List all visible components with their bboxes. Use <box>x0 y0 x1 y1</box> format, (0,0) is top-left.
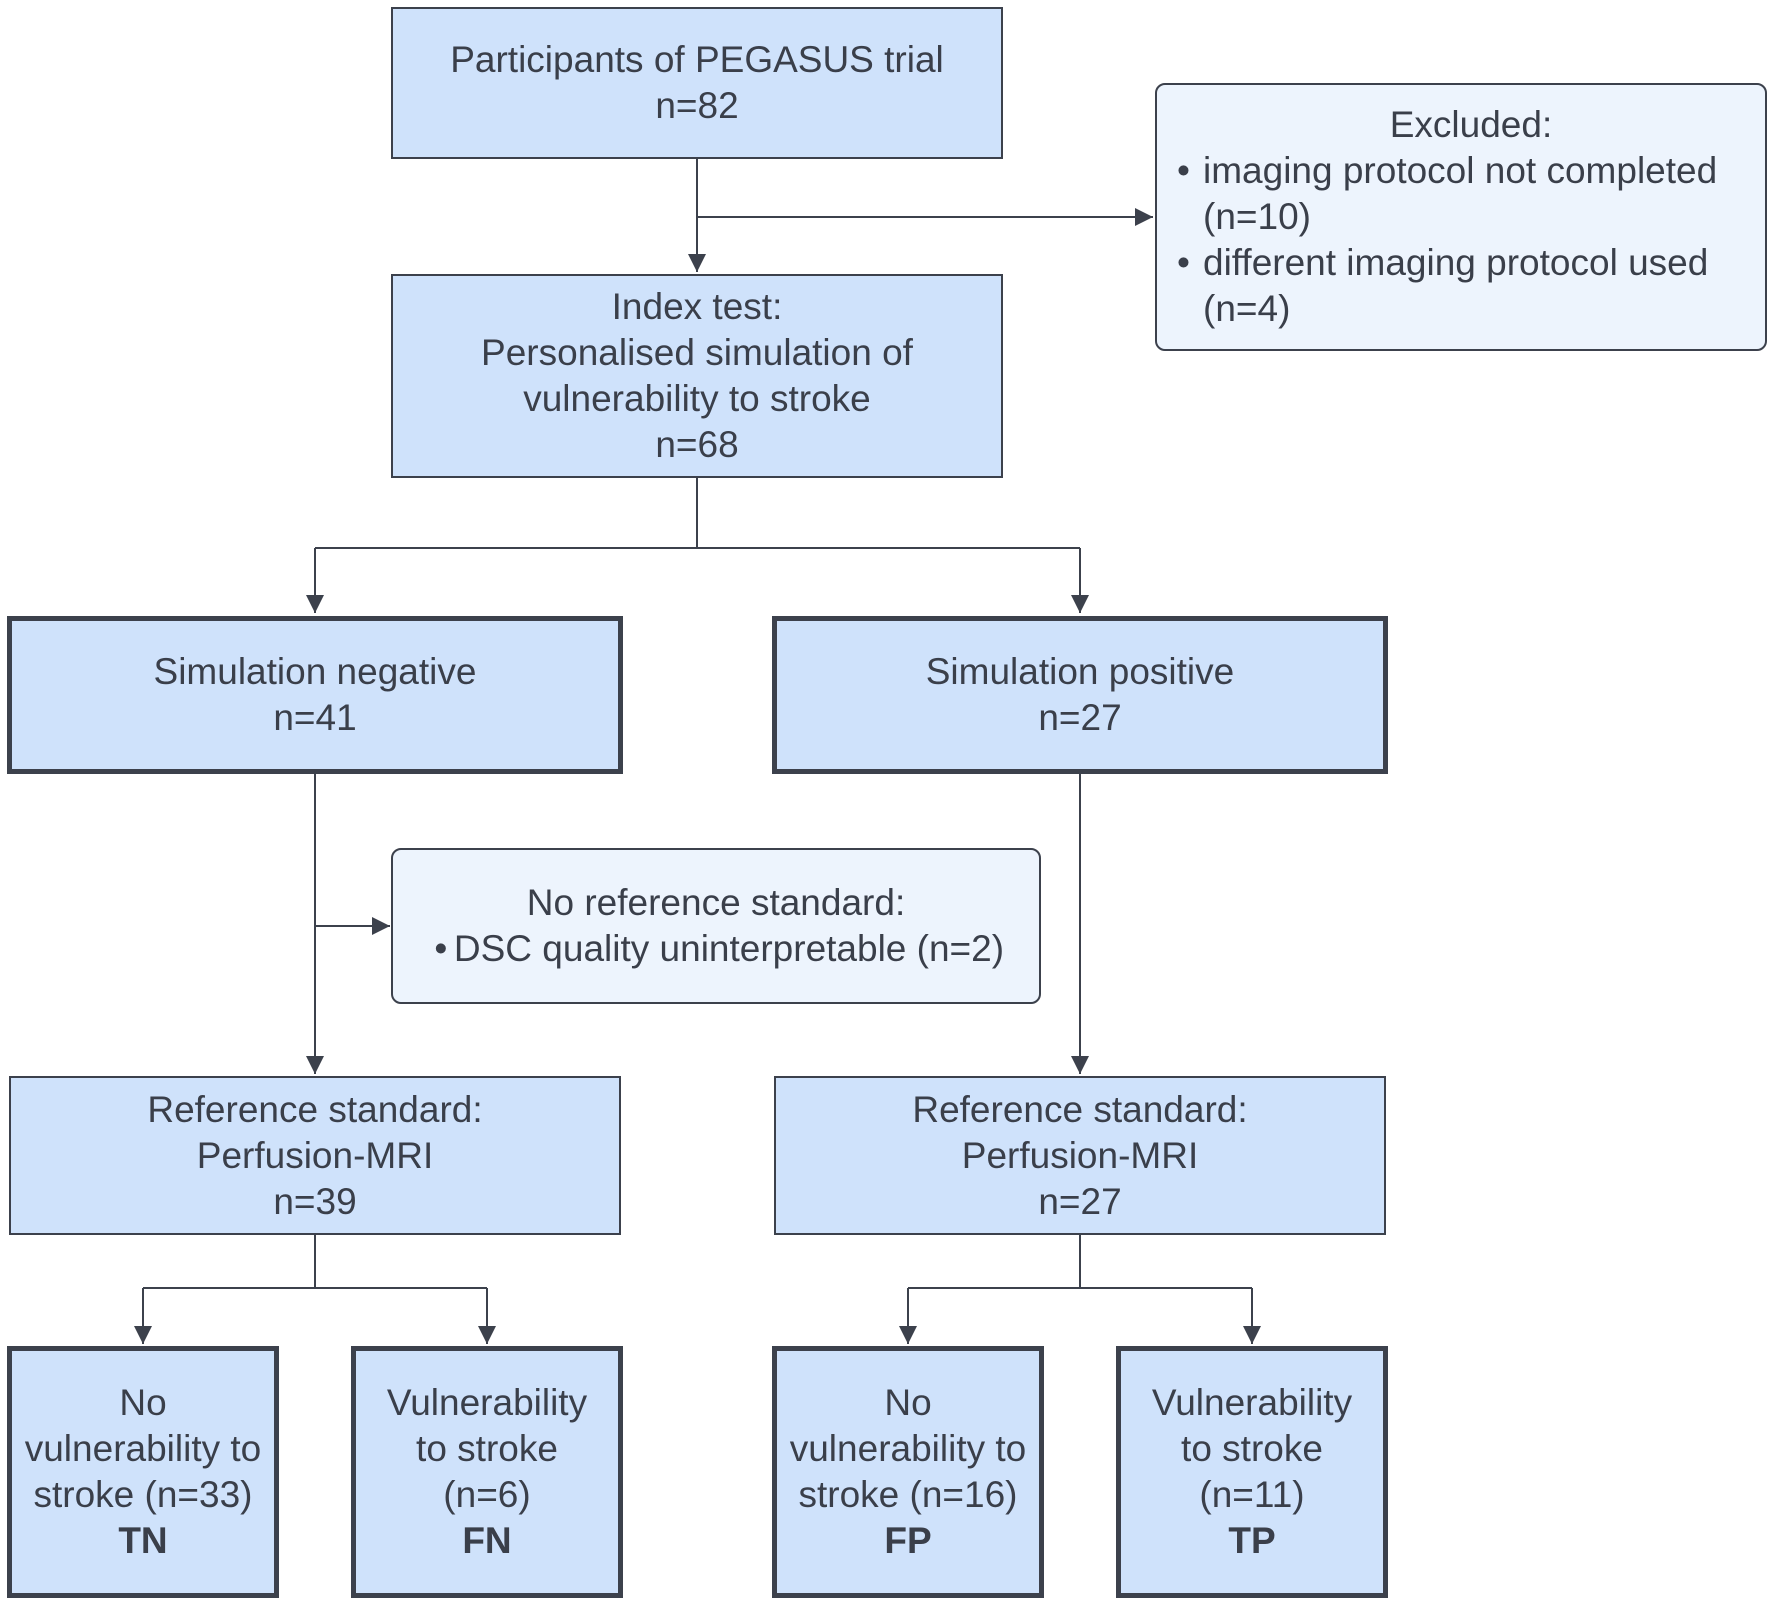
outcome-fn-box: Vulnerability to stroke (n=6) FN <box>351 1346 623 1598</box>
excluded-box: Excluded: • imaging protocol not complet… <box>1155 83 1767 351</box>
sim-positive-box: Simulation positive n=27 <box>772 616 1388 774</box>
split-index-test <box>315 478 698 549</box>
excluded-item: • different imaging protocol used (n=4) <box>1177 240 1708 332</box>
ref-right-method: Perfusion-MRI <box>961 1134 1199 1176</box>
index-test-box: Index test: Personalised simulation of v… <box>391 274 1003 478</box>
outcome-code-tn: TN <box>118 1520 168 1561</box>
excluded-title: Excluded: <box>1389 104 1553 145</box>
outcome-tp-box: Vulnerability to stroke (n=11) TP <box>1116 1346 1388 1598</box>
excluded-item: • imaging protocol not completed (n=10) <box>1177 148 1717 240</box>
no-reference-title: No reference standard: <box>526 882 906 923</box>
sim-positive-count: n=27 <box>1038 697 1122 738</box>
outcome-code-fn: FN <box>462 1520 512 1561</box>
participants-box: Participants of PEGASUS trial n=82 <box>391 7 1003 159</box>
sim-positive-title: Simulation positive <box>925 651 1235 692</box>
participants-title: Participants of PEGASUS trial <box>450 39 944 80</box>
ref-standard-left-box: Reference standard: Perfusion-MRI n=39 <box>9 1076 621 1235</box>
no-reference-item: • DSC quality uninterpretable (n=2) <box>428 926 1004 972</box>
sim-negative-box: Simulation negative n=41 <box>7 616 623 774</box>
ref-left-count: n=39 <box>273 1180 357 1222</box>
index-test-desc-2: vulnerability to stroke <box>523 378 871 419</box>
bullet: • <box>1177 150 1190 191</box>
no-reference-box: No reference standard: • DSC quality uni… <box>391 848 1041 1004</box>
sim-negative-count: n=41 <box>273 697 357 738</box>
participants-count: n=82 <box>655 85 739 126</box>
bullet: • <box>1177 242 1190 283</box>
ref-standard-right-box: Reference standard: Perfusion-MRI n=27 <box>774 1076 1386 1235</box>
outcome-code-fp: FP <box>884 1520 932 1561</box>
ref-left-method: Perfusion-MRI <box>196 1134 434 1176</box>
index-test-count: n=68 <box>655 424 739 465</box>
ref-right-label: Reference standard: <box>912 1088 1248 1130</box>
index-test-label: Index test: <box>611 286 783 327</box>
outcome-fp-box: No vulnerability to stroke (n=16) FP <box>772 1346 1044 1598</box>
sim-negative-title: Simulation negative <box>153 651 477 692</box>
ref-left-label: Reference standard: <box>147 1088 483 1130</box>
outcome-code-tp: TP <box>1228 1520 1276 1561</box>
bullet: • <box>434 928 448 969</box>
outcome-tn-box: No vulnerability to stroke (n=33) TN <box>7 1346 279 1598</box>
index-test-desc-1: Personalised simulation of <box>481 332 913 373</box>
ref-right-count: n=27 <box>1038 1180 1122 1222</box>
